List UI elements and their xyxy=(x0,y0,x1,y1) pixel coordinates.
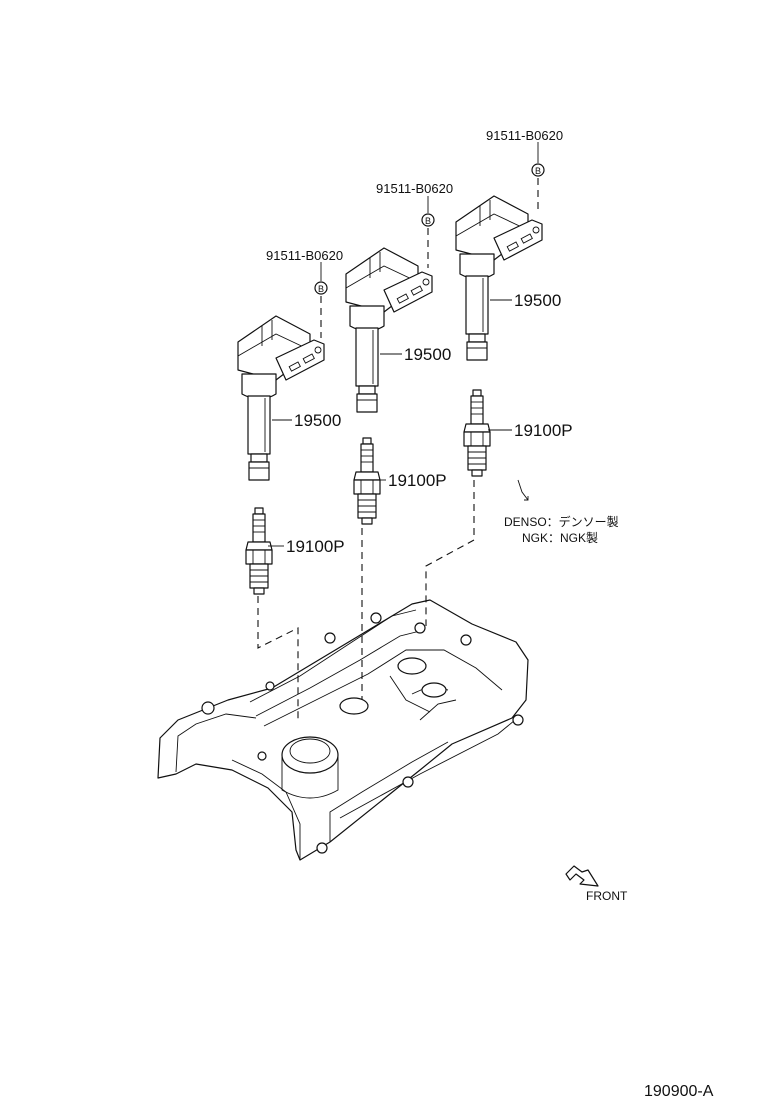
front-label: FRONT xyxy=(586,889,628,903)
coil-part-number-3: 19500 xyxy=(514,291,561,310)
bolt-part-number-3: 91511-B0620 xyxy=(486,128,563,143)
svg-text:B: B xyxy=(318,284,324,294)
plug-part-number-2: 19100P xyxy=(388,471,447,490)
coil-part-number-2: 19500 xyxy=(404,345,451,364)
bolt-marker-2: B xyxy=(421,213,435,227)
bolt-part-number-1: 91511-B0620 xyxy=(266,248,343,263)
spark-plug-3 xyxy=(463,389,491,477)
svg-text:B: B xyxy=(535,166,541,176)
ignition-coil-2 xyxy=(345,247,433,413)
ignition-coil-3 xyxy=(455,195,543,361)
note-ngk: NGK：NGK製 xyxy=(522,531,598,545)
svg-text:B: B xyxy=(425,216,431,226)
leader-lines xyxy=(268,142,539,547)
spark-plug-1 xyxy=(245,507,273,595)
coil-part-number-1: 19500 xyxy=(294,411,341,430)
ignition-coil-1 xyxy=(237,315,325,481)
plug-part-number-3: 19100P xyxy=(514,421,573,440)
bolt-marker-3: B xyxy=(531,163,545,177)
bolt-part-number-2: 91511-B0620 xyxy=(376,181,453,196)
note-denso: DENSO：デンソー製 xyxy=(504,514,619,529)
plug-part-number-1: 19100P xyxy=(286,537,345,556)
spark-plug-2 xyxy=(353,437,381,525)
bolt-marker-1: B xyxy=(314,281,328,295)
diagram-id: 190900-A xyxy=(644,1083,714,1100)
alignment-lines xyxy=(257,178,539,722)
front-arrow-icon xyxy=(565,865,599,887)
cylinder-head-cover xyxy=(157,599,529,861)
